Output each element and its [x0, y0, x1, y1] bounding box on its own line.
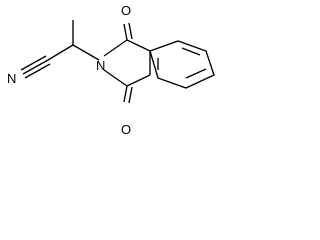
bond-nitrile-triple-2	[20, 55, 47, 71]
top-oxygen-label: O	[121, 3, 131, 18]
bond-n-top-carbonyl	[103, 39, 128, 57]
bond-nitrile-triple-1	[22, 59, 49, 75]
bond-bottom-carbonyl-ring	[126, 74, 151, 87]
bond-top-carbonyl-ring	[126, 39, 151, 52]
bond-aromatic-inner-1	[181, 47, 201, 56]
benzene-ring	[149, 40, 215, 89]
bond-bottom-carbonyl-o-1	[123, 85, 128, 103]
bond-nitrile-triple-3	[24, 63, 51, 79]
bond-n-bottom-carbonyl	[103, 69, 128, 87]
bond-ch-nitrile-carbon	[47, 44, 74, 61]
chemical-structure-diagram: N N O O	[7, 3, 215, 137]
bond-top-carbonyl-o-2	[128, 22, 133, 40]
bond-ch-imide-n	[72, 44, 100, 61]
nitrile-nitrogen-label: N	[7, 71, 16, 86]
bond-aromatic-inner-2	[185, 68, 207, 79]
bond-top-carbonyl-o-1	[123, 23, 128, 41]
bottom-oxygen-label: O	[121, 122, 131, 137]
imide-nitrogen-label: N	[96, 58, 105, 73]
bond-bottom-carbonyl-o-2	[128, 86, 133, 104]
